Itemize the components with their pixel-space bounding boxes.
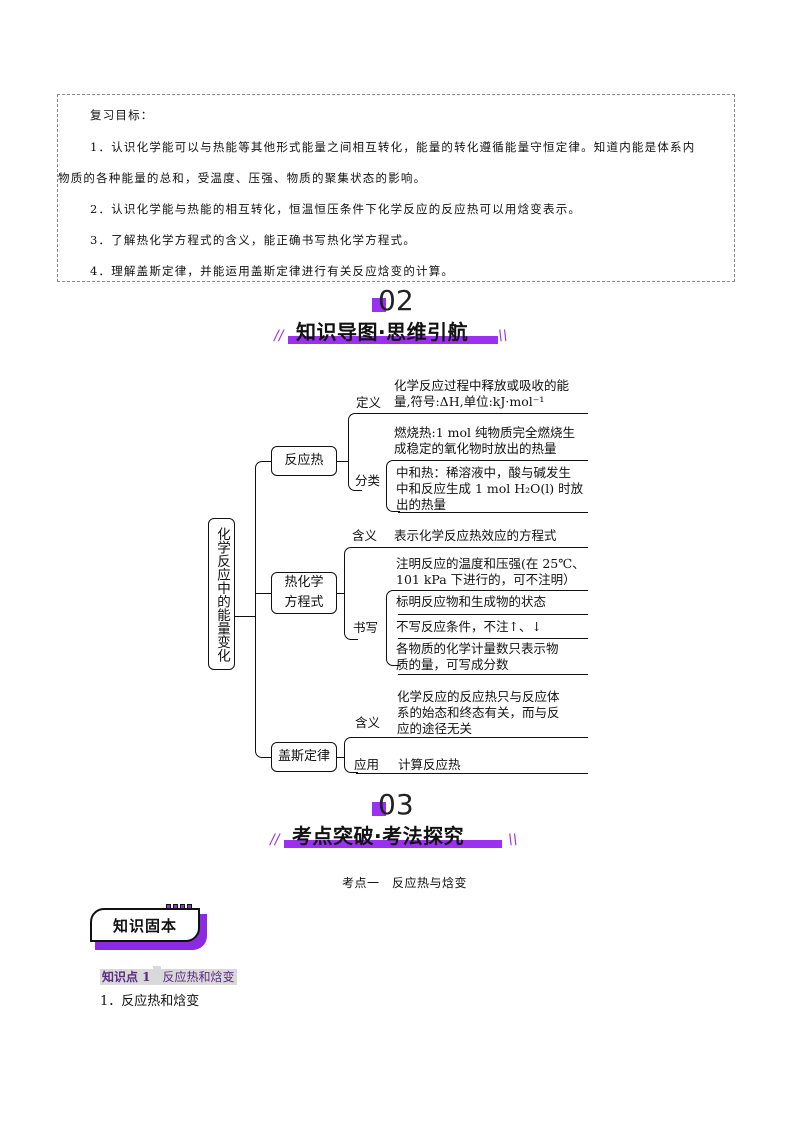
class-label: 分类: [355, 473, 381, 488]
branch2-label-line2: 方程式: [284, 595, 324, 610]
knowledge-point-heading: 知识点 1 反应热和焓变: [100, 966, 237, 985]
neutral-underline: [398, 512, 588, 513]
mindmap-root: 化学反应中的能量变化: [208, 518, 235, 670]
review-goals-box: 复习目标： 1．认识化学能可以与热能等其他形式能量之间相互转化，能量的转化遵循能…: [57, 94, 735, 282]
section-02-slash-right: \\: [498, 328, 508, 344]
hess-meaning-underline: [356, 737, 588, 738]
section-02-number-square: [372, 298, 386, 312]
meaning-underline-2: [356, 547, 588, 548]
write-rule-4b: 质的量，可写成分数: [396, 657, 509, 672]
goal-2: 2．认识化学能与热能的相互转化，恒温恒压条件下化学反应的反应热可以用焓变表示。: [90, 202, 582, 216]
branch-hess-law: 盖斯定律: [271, 742, 337, 772]
branch3-brace: [344, 737, 358, 773]
rule2-underline: [398, 614, 588, 615]
badge-dots-icon: [166, 904, 192, 909]
goal-3: 3．了解热化学方程式的含义，能正确书写热化学方程式。: [90, 233, 417, 247]
knowledge-point-label: 知识点 1: [100, 969, 153, 985]
rule3-underline: [398, 638, 588, 639]
meaning-label-2: 含义: [352, 528, 378, 543]
hess-meaning-label: 含义: [355, 715, 381, 730]
branch2-label-line1: 热化学: [284, 575, 324, 590]
exam-point-title: 考点一 反应热与焓变: [342, 876, 468, 890]
section-02-number: 02: [378, 284, 414, 317]
branch1-brace: [348, 413, 362, 491]
section-03-slash-right: \\: [508, 832, 518, 848]
section-03-number-square: [372, 802, 386, 816]
write-rule-4a: 各物质的化学计量数只表示物: [396, 641, 559, 656]
rule1-underline: [398, 590, 588, 591]
neutral-3: 出的热量: [396, 497, 447, 512]
section-02-slash-left: //: [274, 328, 284, 344]
hess-app-label: 应用: [354, 757, 380, 772]
def-text-2: 量,符号:ΔH,单位:kJ·mol⁻¹: [394, 394, 545, 409]
class-brace: [386, 460, 400, 512]
def-text-1: 化学反应过程中释放或吸收的能: [394, 378, 570, 393]
neutral-1: 中和热：稀溶液中，酸与碱发生: [396, 465, 572, 480]
branch2-brace: [344, 547, 358, 640]
branch2-connector: [337, 593, 345, 594]
write-rule-2: 标明反应物和生成物的状态: [396, 594, 547, 609]
hess-meaning-1: 化学反应的反应热只与反应体: [397, 689, 560, 704]
rule4-underline: [398, 674, 588, 675]
meaning-text-2: 表示化学反应热效应的方程式: [394, 528, 557, 543]
review-goals-heading: 复习目标：: [90, 108, 154, 122]
section-02-title: 知识导图·思维引航: [296, 320, 469, 344]
branch2-stem: [256, 593, 271, 594]
knowledge-point-title: 反应热和焓变: [160, 969, 237, 985]
section-03-number: 03: [378, 788, 414, 821]
knowledge-badge: 知识固本: [90, 904, 208, 952]
writing-brace: [386, 590, 400, 666]
neutral-2: 中和反应生成 1 mol H₂O(l) 时放: [396, 481, 584, 496]
section-03-title: 考点突破·考法探究: [292, 824, 465, 848]
branch-reaction-heat: 反应热: [271, 446, 337, 476]
section-03-slash-left: //: [270, 832, 280, 848]
branch3-connector: [337, 757, 345, 758]
goal-1-line-1: 1．认识化学能可以与热能等其他形式能量之间相互转化，能量的转化遵循能量守恒定律。…: [90, 140, 696, 154]
write-rule-1b: 101 kPa 下进行的，可不注明）: [396, 572, 576, 587]
combustion-1: 燃烧热:1 mol 纯物质完全燃烧生: [394, 425, 575, 440]
def-label: 定义: [356, 395, 382, 410]
def-underline: [360, 413, 588, 414]
root-connector: [235, 616, 256, 617]
writing-label: 书写: [353, 620, 379, 635]
combustion-2: 成稳定的氧化物时放出的热量: [394, 441, 557, 456]
hess-meaning-3: 应的途径无关: [397, 721, 473, 736]
branch1-connector: [337, 461, 349, 462]
hess-app-underline: [356, 773, 588, 774]
hess-meaning-2: 系的始态和终态有关，而与反: [397, 705, 560, 720]
write-rule-3: 不写反应条件，不注↑、↓: [396, 619, 542, 634]
section-02-underline-bar: [288, 336, 498, 344]
goal-4: 4．理解盖斯定律，并能运用盖斯定律进行有关反应焓变的计算。: [90, 264, 455, 278]
badge-label: 知识固本: [90, 908, 200, 942]
item-1-heading: 1．反应热和焓变: [100, 994, 200, 1009]
hess-app-text: 计算反应热: [398, 757, 461, 772]
goal-1-line-2: 物质的各种能量的总和，受温度、压强、物质的聚集状态的影响。: [58, 171, 427, 185]
section-03-underline-bar: [284, 840, 502, 848]
level1-brace: [255, 461, 271, 758]
combustion-underline: [398, 460, 588, 461]
write-rule-1a: 注明反应的温度和压强(在 25℃、: [396, 556, 585, 571]
branch-thermo-equation: 热化学 方程式: [271, 572, 337, 614]
